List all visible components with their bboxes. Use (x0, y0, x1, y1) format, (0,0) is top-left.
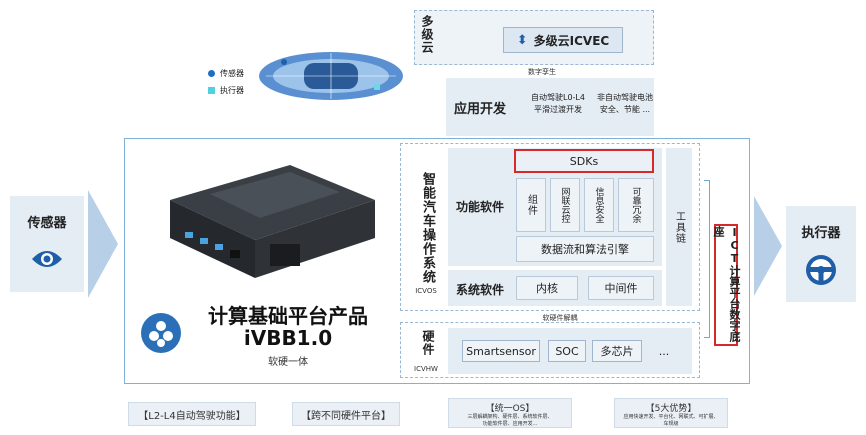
tag-autonomous: 【L2-L4自动驾驶功能】 (128, 402, 256, 426)
icvec-label: 多级云ICVEC (533, 33, 610, 48)
hw-code: ICVHW (414, 365, 438, 373)
hw-frame (400, 322, 700, 378)
dataflow-engine-box[interactable]: 数据流和算法引擎 (516, 236, 654, 262)
car-illustration (259, 52, 403, 100)
func-software-label: 功能软件 (456, 200, 505, 214)
toolchain-box[interactable]: 工具链 (666, 148, 692, 306)
car-legend: 传感器 执行器 (208, 68, 244, 96)
actuator-panel: 执行器 (786, 206, 856, 302)
multi-chip-box[interactable]: 多芯片 (592, 340, 642, 362)
product-title: 计算基础平台产品 (208, 304, 368, 328)
main-frame (124, 138, 750, 384)
tag-five-advantages: 【5大优势】 应用快速开发、平台化、网联式、可扩展、 车规级 (614, 398, 728, 428)
tag-cross-hardware: 【跨不同硬件平台】 (292, 402, 400, 426)
sensor-dot-icon (208, 70, 215, 77)
multi-cloud-label: 多级云 (420, 15, 434, 54)
eye-icon (32, 251, 62, 267)
soc-box[interactable]: SOC (548, 340, 586, 362)
sys-software-label: 系统软件 (456, 283, 505, 297)
steering-wheel-icon (806, 255, 836, 285)
icvos-frame (400, 143, 700, 311)
kernel-box[interactable]: 内核 (516, 276, 578, 300)
actuator-arrow-icon (754, 196, 782, 296)
sdks-label: SDKs (569, 154, 599, 168)
hw-title: 硬件 (421, 330, 435, 356)
redundancy-box[interactable]: 可靠冗余 (618, 178, 654, 232)
app-dev-label: 应用开发 (454, 102, 507, 117)
legend-sensor-label: 传感器 (220, 69, 244, 78)
networking-cloud-box[interactable]: 网联云控 (550, 178, 580, 232)
device-image (170, 165, 375, 278)
icvos-code: ICVOS (415, 287, 437, 295)
middleware-box[interactable]: 中间件 (588, 276, 654, 300)
app-item-non-autonomous: 非自动驾驶电池 安全、节能 ... (597, 93, 653, 114)
sdks-box[interactable]: SDKs (514, 149, 654, 173)
actuator-panel-label: 执行器 (801, 226, 841, 241)
app-item-autonomous: 自动驾驶L0-L4 平滑过渡开发 (531, 93, 585, 114)
product-subtitle: 软硬一体 (268, 357, 308, 368)
ict-platform-box[interactable]: ICT计算平台数字底座 (712, 224, 741, 346)
smartsensor-box[interactable]: Smartsensor (462, 340, 540, 362)
digital-twin-label: 数字孪生 (528, 68, 556, 76)
decoupling-label: 软硬件解耦 (542, 314, 578, 322)
icvos-title: 智能汽车操作系统 (420, 172, 435, 284)
legend-actuator-label: 执行器 (220, 86, 244, 95)
icvec-box[interactable]: ⬍ 多级云ICVEC (503, 27, 623, 53)
info-security-box[interactable]: 信息安全 (584, 178, 614, 232)
sensor-panel: 传感器 (10, 196, 84, 292)
sensor-panel-label: 传感器 (27, 216, 67, 231)
ict-bracket (704, 180, 710, 338)
more-hw-box: ... (658, 344, 670, 358)
actuator-square-icon (208, 87, 215, 94)
logo-icon (141, 313, 181, 353)
sensor-arrow-icon (88, 190, 118, 298)
component-box[interactable]: 组件 (516, 178, 546, 232)
tag-unified-os: 【统一OS】 三层解耦架构、硬件层、系统软件层、 功能软件层、应用开发... (448, 398, 572, 428)
multi-cloud-section: 多级云 ⬍ 多级云ICVEC (414, 10, 654, 65)
updown-arrow-icon: ⬍ (516, 32, 528, 48)
product-model: iVBB1.0 (243, 326, 333, 350)
app-dev-section: 应用开发 自动驾驶L0-L4 平滑过渡开发 非自动驾驶电池 安全、节能 ... (446, 78, 654, 136)
